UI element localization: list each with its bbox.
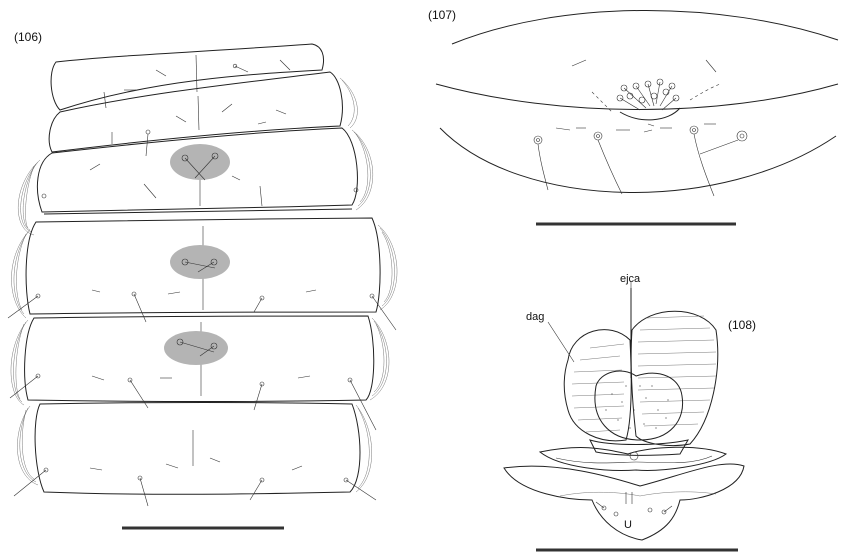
seminal-sac	[594, 370, 684, 441]
segment-1	[50, 43, 325, 111]
segment-lower-margin	[439, 127, 837, 193]
seta-highlight-2	[170, 245, 230, 279]
dag-leader	[547, 321, 575, 363]
segment-4	[25, 217, 381, 315]
lower-plate-inner	[559, 491, 717, 497]
accessory-gland-left	[563, 329, 632, 442]
lower-plate-setae	[595, 492, 673, 517]
setae-cluster	[571, 59, 721, 113]
highlighted-setae	[176, 152, 219, 357]
figure-108-label: (108)	[728, 318, 757, 332]
genital-plate	[619, 107, 681, 121]
accessory-gland-right	[630, 310, 719, 447]
segment-3-rim	[43, 208, 353, 215]
dag-label: dag	[526, 311, 544, 323]
figure-107-drawing	[435, 9, 839, 226]
segment-6	[34, 402, 361, 495]
lower-plate	[503, 463, 745, 541]
figure-106-drawing	[7, 43, 398, 530]
segment-2	[48, 71, 343, 153]
middle-sclerite-fold	[555, 455, 713, 464]
seta-highlight-3	[164, 331, 228, 365]
middle-sclerite	[538, 446, 728, 471]
figure-108-drawing: ejca dag U	[503, 273, 745, 552]
marginal-setae	[533, 123, 748, 197]
ejca-label: ejca	[620, 273, 641, 285]
gland-striations	[571, 315, 717, 433]
body-setae	[7, 59, 397, 507]
figure-107-label: (107)	[428, 8, 457, 22]
lateral-hatching-right	[339, 77, 398, 493]
genital-neck	[589, 439, 689, 456]
segment-3	[36, 127, 358, 213]
segment-5	[24, 315, 375, 402]
sac-stipple	[605, 385, 669, 429]
segment-upper-margin	[451, 9, 839, 45]
u-label: U	[624, 519, 632, 531]
figure-106-label: (106)	[14, 30, 43, 44]
central-pore	[629, 451, 639, 461]
lateral-hatching-left	[10, 159, 41, 486]
